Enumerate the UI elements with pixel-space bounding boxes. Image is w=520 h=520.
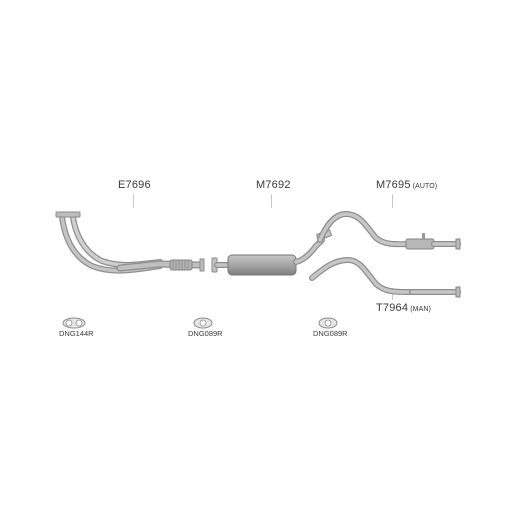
leader-rear-auto: [392, 194, 393, 208]
centre-silencer-part: [214, 229, 332, 276]
leader-front-pipe: [133, 194, 134, 208]
label-gasket-1: DNG144R: [59, 329, 94, 338]
leader-centre-silencer: [271, 194, 272, 208]
rear-auto-part: [317, 211, 461, 250]
rear-manual-part: [309, 257, 461, 298]
gasket-2-icon: [193, 317, 213, 329]
label-rear-manual-note: (MAN): [410, 306, 431, 313]
gasket-1-icon: [62, 317, 86, 329]
gasket-3-icon: [318, 317, 338, 329]
front-pipe-part: [55, 211, 205, 274]
label-gasket-3: DNG089R: [313, 329, 348, 338]
label-rear-auto-note: (AUTO): [412, 183, 438, 190]
label-centre-silencer: M7692: [256, 179, 291, 191]
label-front-pipe: E7696: [118, 179, 151, 191]
label-rear-auto: M7695(AUTO): [376, 179, 438, 191]
label-rear-manual: T7964(MAN): [376, 302, 431, 314]
label-gasket-2: DNG089R: [188, 329, 223, 338]
